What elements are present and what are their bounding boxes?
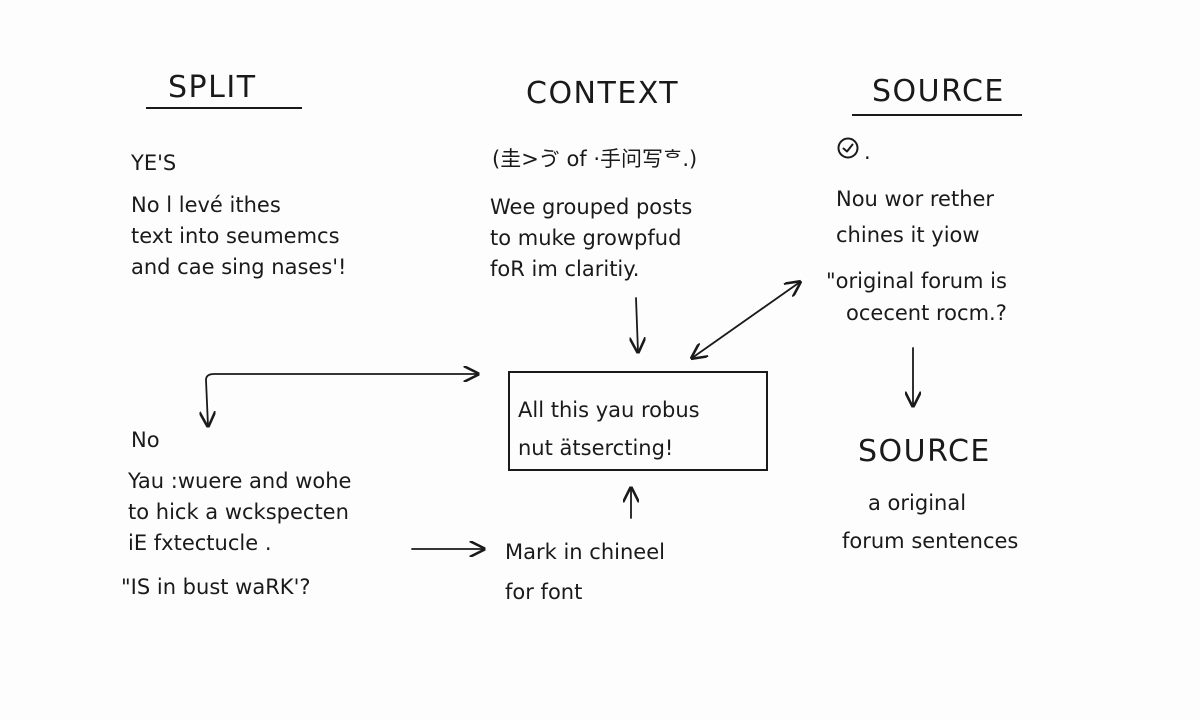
source-quote-line: ocecent rocm.? bbox=[846, 301, 1007, 325]
arrow-context-to-box bbox=[636, 297, 638, 352]
source-line: Nou wor rether bbox=[836, 187, 995, 211]
summary-box-line: nut ätsercting! bbox=[518, 436, 674, 460]
split-no-line: to hick a wckspecten bbox=[128, 500, 349, 524]
source-quote-line: "original forum is bbox=[826, 269, 1007, 293]
source-text: Nou wor rether chines it yiow bbox=[836, 181, 994, 253]
split-yes-line: text into seumemcs bbox=[131, 224, 340, 248]
split-header-underline bbox=[146, 107, 302, 109]
split-no-quote: "IS in bust waRK'? bbox=[121, 575, 311, 599]
summary-box-line: All this yau robus bbox=[518, 398, 700, 422]
check-suffix: . bbox=[864, 140, 871, 164]
split-header: SPLIT bbox=[168, 70, 257, 105]
check-circle-icon bbox=[836, 136, 860, 166]
split-no-line: Yau :wuere and wohe bbox=[128, 469, 352, 493]
source-result-text: a original forum sentences bbox=[842, 484, 1018, 560]
source-line: chines it yiow bbox=[836, 223, 980, 247]
source-result-line: forum sentences bbox=[842, 529, 1019, 553]
context-line: Wee grouped posts bbox=[490, 195, 693, 219]
context-header: CONTEXT bbox=[526, 76, 680, 111]
source-result-line: a original bbox=[868, 491, 967, 515]
split-yes-line: No l levé ithes bbox=[131, 193, 281, 217]
context-text: Wee grouped posts to muke growpfud foR i… bbox=[490, 192, 692, 285]
source-result-header: SOURCE bbox=[858, 434, 991, 469]
context-line: foR im claritiy. bbox=[490, 257, 640, 281]
split-yes-line: and cae sing nases'! bbox=[131, 255, 347, 279]
bottom-note-line: for font bbox=[505, 580, 583, 604]
split-no-line: iE fxtectucle . bbox=[128, 531, 272, 555]
split-no-text: Yau :wuere and wohe to hick a wckspecten… bbox=[128, 466, 351, 559]
split-no-label: No bbox=[131, 428, 160, 452]
bottom-note-line: Mark in chineel bbox=[505, 540, 665, 564]
split-yes-label: YE'S bbox=[131, 151, 177, 175]
context-line: to muke growpfud bbox=[490, 226, 682, 250]
split-yes-text: No l levé ithes text into seumemcs and c… bbox=[131, 190, 346, 283]
context-paren-note: (圭>ゔ of ·手问写ᄒ.) bbox=[492, 147, 698, 171]
arrow-split-loop-to-box bbox=[206, 374, 478, 426]
bottom-note: Mark in chineel for font bbox=[505, 532, 665, 612]
source-header-underline bbox=[852, 114, 1022, 116]
summary-box bbox=[508, 371, 768, 471]
source-header: SOURCE bbox=[872, 74, 1005, 109]
source-quote: "original forum is ocecent rocm.? bbox=[826, 265, 1007, 329]
summary-box-text: All this yau robus nut ätsercting! bbox=[518, 391, 700, 467]
arrow-box-source-bidirectional bbox=[692, 282, 800, 358]
